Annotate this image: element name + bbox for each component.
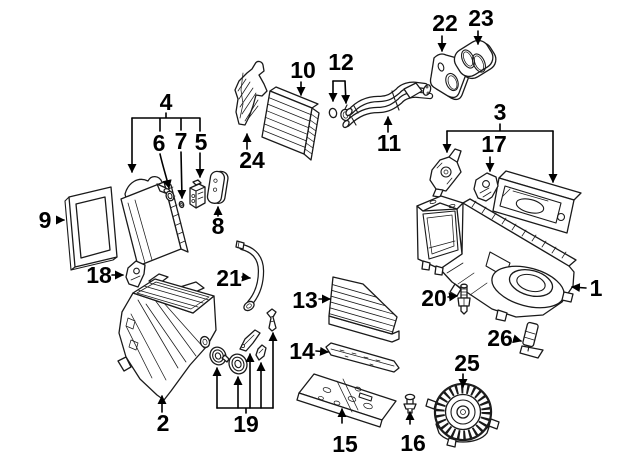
callout-11-label: 11 bbox=[377, 130, 402, 156]
callout-1-arrow bbox=[571, 283, 587, 293]
part-19-clip bbox=[255, 344, 267, 361]
callout-12-label: 12 bbox=[328, 49, 354, 75]
callout-21-label: 21 bbox=[216, 265, 242, 291]
callout-20-arrow bbox=[447, 292, 458, 302]
part-23-pipe-seal bbox=[453, 39, 497, 80]
callout-19-label: 19 bbox=[233, 411, 259, 437]
part-19-rod bbox=[266, 308, 277, 332]
part-3-cover bbox=[492, 170, 582, 234]
callout-8-label: 8 bbox=[212, 213, 225, 239]
callout-6-label: 6 bbox=[153, 130, 166, 156]
callout-leaders bbox=[56, 30, 587, 425]
callout-19-bracket bbox=[216, 407, 274, 414]
part-19-grommet-a bbox=[209, 346, 227, 366]
part-2-lower-housing bbox=[117, 273, 217, 401]
callout-25-label: 25 bbox=[454, 350, 480, 376]
callout-26-arrow bbox=[512, 334, 522, 344]
part-15-bracket-plate bbox=[296, 373, 397, 428]
callout-4-label: 4 bbox=[160, 89, 173, 115]
part-8-valve-cover bbox=[206, 170, 229, 205]
callout-5-label: 5 bbox=[195, 129, 208, 155]
callout-20-label: 20 bbox=[421, 285, 447, 311]
callout-15-label: 15 bbox=[332, 431, 358, 457]
part-21-drain-tube bbox=[235, 240, 265, 312]
callout-21-arrow bbox=[241, 272, 251, 282]
callout-26-label: 26 bbox=[487, 325, 513, 351]
part-19-lever bbox=[239, 329, 261, 352]
callout-12-arrow-right bbox=[341, 80, 351, 104]
part-9-seal-frame bbox=[64, 186, 118, 271]
callout-7-arrow bbox=[177, 151, 187, 199]
part-14-cover-strip bbox=[325, 342, 400, 373]
callout-2-label: 2 bbox=[157, 410, 170, 436]
callout-6-arrow bbox=[159, 153, 172, 189]
callout-23-label: 23 bbox=[468, 5, 494, 31]
callout-1-label: 1 bbox=[590, 275, 603, 301]
callout-3-label: 3 bbox=[494, 99, 507, 125]
callout-labels: 1 2 3 4 5 6 7 8 9 10 11 12 13 14 15 16 1… bbox=[39, 5, 603, 457]
callout-22-label: 22 bbox=[432, 10, 458, 36]
part-16-push-clip bbox=[403, 393, 417, 414]
callout-9-label: 9 bbox=[39, 207, 52, 233]
part-10-heater-core bbox=[261, 86, 320, 161]
part-11-heater-pipes bbox=[342, 81, 434, 129]
callout-16-label: 16 bbox=[400, 430, 426, 456]
callout-24-label: 24 bbox=[239, 147, 265, 173]
part-5-expansion-valve bbox=[189, 179, 206, 209]
part-20-bolt bbox=[457, 283, 471, 315]
part-3-actuator bbox=[429, 148, 462, 198]
part-4-evaporator-core bbox=[120, 175, 189, 267]
part-6-o-ring bbox=[165, 190, 175, 202]
part-13-cabin-filter bbox=[328, 276, 400, 343]
part-7-o-ring bbox=[178, 200, 185, 209]
callout-17-label: 17 bbox=[481, 131, 507, 157]
part-12-o-rings bbox=[328, 104, 351, 122]
part-1-main-housing bbox=[416, 195, 577, 322]
part-17-bracket bbox=[473, 172, 499, 202]
callout-7-label: 7 bbox=[175, 128, 188, 154]
callout-3-bracket bbox=[446, 123, 554, 132]
callout-14-label: 14 bbox=[289, 338, 315, 364]
callout-13-label: 13 bbox=[292, 287, 318, 313]
callout-18-label: 18 bbox=[86, 262, 112, 288]
callout-14-arrow bbox=[315, 346, 329, 356]
part-19-grommet-b bbox=[221, 353, 248, 375]
callout-10-label: 10 bbox=[290, 57, 316, 83]
part-24-side-bracket bbox=[234, 60, 268, 126]
callout-4-bracket bbox=[131, 112, 201, 132]
part-25-blower-motor bbox=[425, 382, 500, 448]
part-18-bracket bbox=[125, 260, 146, 288]
part-26-sensor bbox=[519, 321, 544, 359]
